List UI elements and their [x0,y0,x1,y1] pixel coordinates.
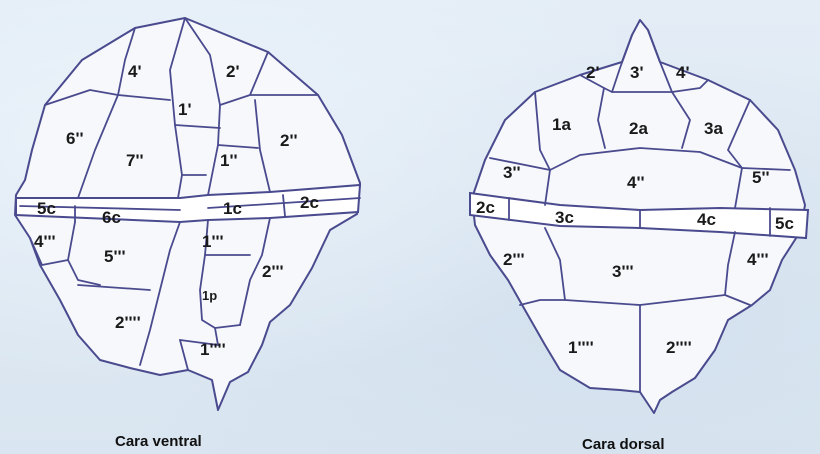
ventral-plate-label: 1c [223,199,242,218]
dorsal-plate-label: 2''' [503,250,525,269]
ventral-plate-label: 5c [37,199,56,218]
ventral-plate-label: 1' [178,100,192,119]
ventral-plate-label: 4''' [34,232,56,251]
ventral-plate-label: 2c [300,193,319,212]
ventral-plate-label: 7'' [126,151,144,170]
ventral-plate-label: 4' [128,62,142,81]
ventral-plate-label: 1''' [202,232,224,251]
ventral-plate-label: 6c [102,208,121,227]
dorsal-plate-label: 2'''' [666,338,692,357]
dorsal-plate-label: 2' [586,63,600,82]
ventral-plate-label: 2'' [280,131,298,150]
dorsal-plate-label: 4''' [747,250,769,269]
ventral-plate-label: 5''' [104,247,126,266]
ventral-plate-label: 1'''' [200,340,226,359]
dorsal-plate-label: 3a [704,119,723,138]
dorsal-plate-label: 1'''' [568,338,594,357]
dorsal-plate-label: 1a [552,115,571,134]
ventral-caption: Cara ventral [115,433,202,450]
dorsal-plate-label: 3''' [612,262,634,281]
dorsal-plate-label: 2a [629,119,648,138]
dorsal-plate-label: 3' [630,63,644,82]
dorsal-plate-label: 5c [775,214,794,233]
ventral-view [15,18,360,410]
dorsal-plate-label: 4'' [627,173,645,192]
ventral-plate-label: 6'' [66,129,84,148]
ventral-plate-label: 1'' [220,151,238,170]
ventral-plate-label: 2' [226,62,240,81]
ventral-plate-label: 2''' [262,262,284,281]
dorsal-plate-label: 4' [676,63,690,82]
dorsal-caption: Cara dorsal [582,436,665,453]
dorsal-plate-label: 3'' [503,163,521,182]
ventral-plate-label: 2'''' [115,313,141,332]
dorsal-plate-label: 3c [555,208,574,227]
dorsal-plate-label: 5'' [752,168,770,187]
ventral-plate-label: 1p [202,288,217,303]
dorsal-plate-label: 4c [697,210,716,229]
dorsal-plate-label: 2c [476,198,495,217]
